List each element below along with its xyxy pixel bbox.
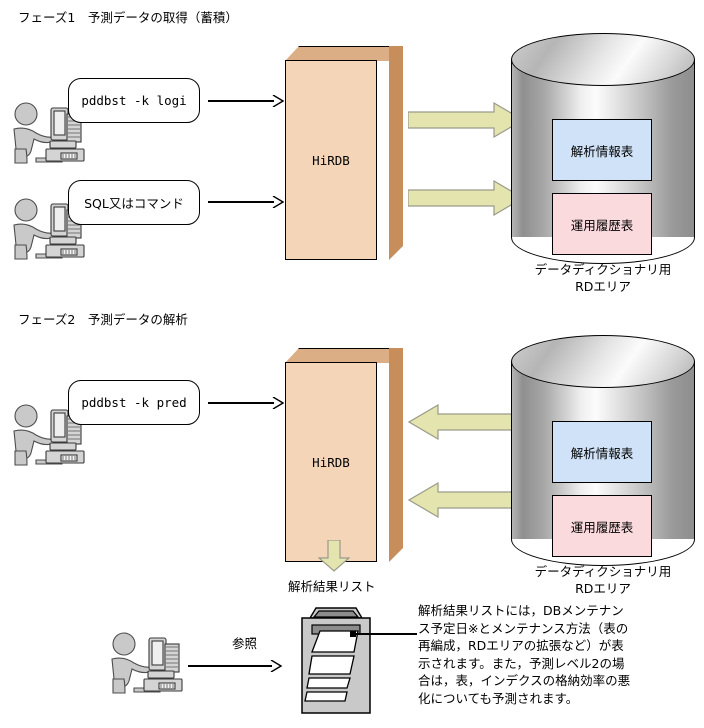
analysis-result-printer-icon — [292, 604, 380, 716]
phase2-flow-arrow-bottom — [408, 482, 524, 518]
phase1-hirdb-box: HiRDB — [285, 46, 403, 262]
phase2-table-history: 運用履歴表 — [552, 495, 652, 557]
phase2-rd-area-caption-line2: RDエリア — [575, 581, 631, 596]
phase2-hirdb-box: HiRDB — [285, 348, 403, 564]
annotation-text-block: 解析結果リストには，DBメンテナン ス予定日※とメンテナンス方法（表の 再編成，… — [418, 602, 694, 708]
phase1-rd-area-cylinder: 解析情報表 運用履歴表 — [511, 33, 695, 264]
phase1-operator-top-figure — [6, 100, 92, 166]
annotation-line-1: 解析結果リストには，DBメンテナン — [418, 603, 624, 618]
phase2-rd-area-caption-line1: データディクショナリ用 — [534, 564, 672, 579]
phase1-command-bubble-top: pddbst -k logi — [68, 78, 200, 123]
annotation-line-6: 化についても予測されます。 — [418, 690, 579, 706]
phase1-table-analysis-label: 解析情報表 — [570, 143, 634, 159]
annotation-leader-dot — [350, 631, 356, 637]
annotation-leader-line — [355, 633, 417, 635]
phase1-title: フェーズ1 予測データの取得（蓄積） — [18, 10, 238, 25]
phase2-table-analysis-label: 解析情報表 — [570, 445, 634, 461]
phase2-reference-operator-figure — [104, 630, 190, 696]
phase1-rd-area-caption-line1: データディクショナリ用 — [534, 262, 672, 277]
phase2-command-bubble: pddbst -k pred — [68, 380, 200, 425]
annotation-line-2: ス予定日※とメンテナンス方法（表の — [418, 620, 629, 636]
phase2-output-arrow-down — [318, 540, 350, 572]
phase2-rd-area-caption: データディクショナリ用 RDエリア — [511, 563, 695, 597]
phase2-output-label: 解析結果リスト — [288, 579, 376, 594]
phase1-hirdb-label: HiRDB — [285, 60, 377, 260]
phase1-flow-arrow-top — [408, 102, 524, 138]
annotation-line-5: 合は，表，インデクスの格納効率の悪 — [418, 673, 631, 689]
phase2-operator-figure — [6, 402, 92, 468]
phase2-table-analysis: 解析情報表 — [552, 421, 652, 483]
phase1-rd-area-caption: データディクショナリ用 RDエリア — [511, 261, 695, 295]
phase2-reference-label: 参照 — [232, 636, 258, 651]
phase2-title: フェーズ2 予測データの解析 — [18, 312, 188, 327]
phase2-arrow-command — [208, 397, 286, 409]
annotation-line-4: 示されます。また，予測レベル2の場 — [418, 655, 625, 671]
phase1-table-history-label: 運用履歴表 — [570, 217, 634, 233]
phase1-table-history: 運用履歴表 — [552, 193, 652, 255]
phase1-flow-arrow-bottom — [408, 180, 524, 216]
phase2-flow-arrow-top — [408, 404, 524, 440]
phase2-reference-arrow — [188, 660, 284, 672]
phase2-table-history-label: 運用履歴表 — [570, 519, 634, 535]
phase2-hirdb-label: HiRDB — [285, 362, 377, 562]
phase1-table-analysis: 解析情報表 — [552, 119, 652, 181]
phase2-rd-area-cylinder: 解析情報表 運用履歴表 — [511, 335, 695, 566]
phase1-rd-area-caption-line2: RDエリア — [575, 279, 631, 294]
phase1-arrow-bottom — [208, 196, 286, 208]
phase1-operator-bottom-figure — [6, 196, 92, 262]
phase1-arrow-top — [208, 95, 286, 107]
phase1-command-bubble-bottom: SQL又はコマンド — [68, 180, 200, 225]
annotation-line-3: 再編成，RDエリアの拡張など）が表 — [418, 638, 624, 654]
